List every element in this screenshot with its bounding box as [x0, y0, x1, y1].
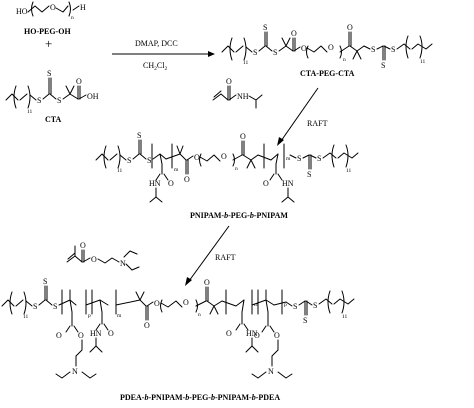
svg-text:O: O	[154, 299, 160, 308]
plus-sign: +	[45, 36, 52, 51]
svg-text:S: S	[37, 96, 41, 105]
svg-text:HN: HN	[149, 179, 161, 188]
peg-o-label: O	[50, 3, 56, 12]
svg-text:11: 11	[117, 168, 123, 174]
svg-text:11: 11	[243, 60, 249, 66]
svg-text:S: S	[33, 302, 37, 311]
reaction-arrow-2	[277, 87, 319, 146]
nipam-monomer: O NH	[212, 77, 263, 109]
cta-name: CTA	[45, 115, 62, 124]
svg-text:S: S	[57, 96, 61, 105]
peg-diol-structure: HO O n H	[16, 1, 86, 21]
svg-text:n: n	[198, 312, 201, 318]
svg-text:NH: NH	[237, 92, 249, 101]
svg-text:p: p	[88, 313, 91, 319]
svg-text:S: S	[137, 131, 141, 140]
cta-structure: 11 S S S O OH	[5, 69, 99, 115]
svg-text:n: n	[343, 57, 346, 63]
svg-text:O: O	[78, 331, 84, 340]
svg-text:OH: OH	[87, 92, 99, 101]
pentablock-name: PDEA-b-PNIPAM-b-PEG-b-PNIPAM-b-PDEA	[120, 393, 280, 402]
svg-text:HN: HN	[246, 329, 258, 338]
svg-text:O: O	[254, 331, 260, 340]
peg-ho-label: HO	[16, 7, 28, 16]
svg-text:11: 11	[346, 168, 352, 174]
cta-peg-cta-name: CTA-PEG-CTA	[300, 69, 355, 78]
svg-text:S: S	[127, 156, 131, 165]
svg-text:S: S	[273, 48, 277, 57]
step3-method: RAFT	[215, 253, 236, 262]
svg-text:O: O	[221, 152, 227, 161]
svg-text:O: O	[291, 29, 297, 38]
svg-text:S: S	[371, 45, 375, 54]
svg-text:O: O	[328, 43, 334, 52]
step1-reagents: DMAP, DCC	[135, 39, 178, 48]
svg-text:S: S	[263, 23, 267, 32]
svg-text:S: S	[381, 61, 385, 70]
svg-text:11: 11	[342, 314, 348, 320]
svg-text:O: O	[80, 241, 86, 250]
svg-text:S: S	[303, 316, 307, 325]
dea-monomer: O O N	[66, 241, 140, 271]
svg-text:O: O	[184, 175, 190, 184]
svg-text:m: m	[286, 156, 291, 162]
svg-text:O: O	[226, 77, 232, 86]
reaction-arrow-3	[185, 225, 230, 286]
cta-peg-cta-structure: 11 S S S O O O n O S S S	[221, 23, 433, 70]
svg-text:11: 11	[420, 59, 426, 65]
svg-text:O: O	[204, 278, 210, 287]
svg-text:S: S	[53, 302, 57, 311]
svg-text:O: O	[274, 331, 280, 340]
svg-text:n: n	[235, 166, 238, 172]
svg-text:11: 11	[23, 314, 29, 320]
svg-text:O: O	[183, 298, 189, 307]
svg-text:H: H	[80, 3, 86, 12]
svg-text:S: S	[317, 154, 321, 163]
step1-solvent: CH2Cl2	[143, 61, 167, 72]
peg-name: HO-PEG-OH	[24, 27, 71, 36]
svg-text:O: O	[168, 179, 174, 188]
svg-text:O: O	[194, 153, 200, 162]
step2-method: RAFT	[307, 119, 328, 128]
peg-n-index: n	[71, 15, 74, 21]
svg-text:O: O	[263, 179, 269, 188]
svg-text:O: O	[91, 255, 97, 264]
svg-text:S: S	[147, 156, 151, 165]
pnipam-peg-pnipam-name: PNIPAM-b-PEG-b-PNIPAM	[190, 211, 288, 220]
svg-text:S: S	[391, 45, 395, 54]
svg-text:m: m	[254, 302, 259, 308]
svg-text:O: O	[56, 331, 62, 340]
svg-text:O: O	[76, 77, 82, 86]
svg-text:O: O	[240, 132, 246, 141]
pnipam-peg-pnipam-structure: 11 S S S O HN m O O O n O	[95, 131, 359, 203]
svg-text:O: O	[301, 44, 307, 53]
svg-text:S: S	[47, 69, 51, 78]
svg-text:S: S	[253, 48, 257, 57]
svg-text:S: S	[307, 170, 311, 179]
cta-repeat: 11	[27, 109, 33, 115]
svg-text:N: N	[72, 367, 78, 376]
svg-text:S: S	[293, 302, 297, 311]
svg-text:p: p	[284, 302, 287, 308]
pentablock-structure: 11 S S S O O N p HN O m	[1, 277, 355, 379]
svg-text:N: N	[268, 367, 274, 376]
svg-text:O: O	[108, 329, 114, 338]
svg-text:O: O	[347, 23, 353, 32]
svg-text:m: m	[174, 167, 179, 173]
svg-text:S: S	[297, 154, 301, 163]
svg-text:S: S	[43, 277, 47, 286]
svg-text:HN: HN	[282, 179, 294, 188]
svg-text:N: N	[120, 259, 126, 268]
svg-text:O: O	[226, 329, 232, 338]
svg-text:m: m	[117, 313, 122, 319]
svg-text:HN: HN	[90, 329, 102, 338]
svg-text:O: O	[144, 321, 150, 330]
reaction-arrow-1	[112, 51, 215, 57]
svg-text:S: S	[313, 301, 317, 310]
